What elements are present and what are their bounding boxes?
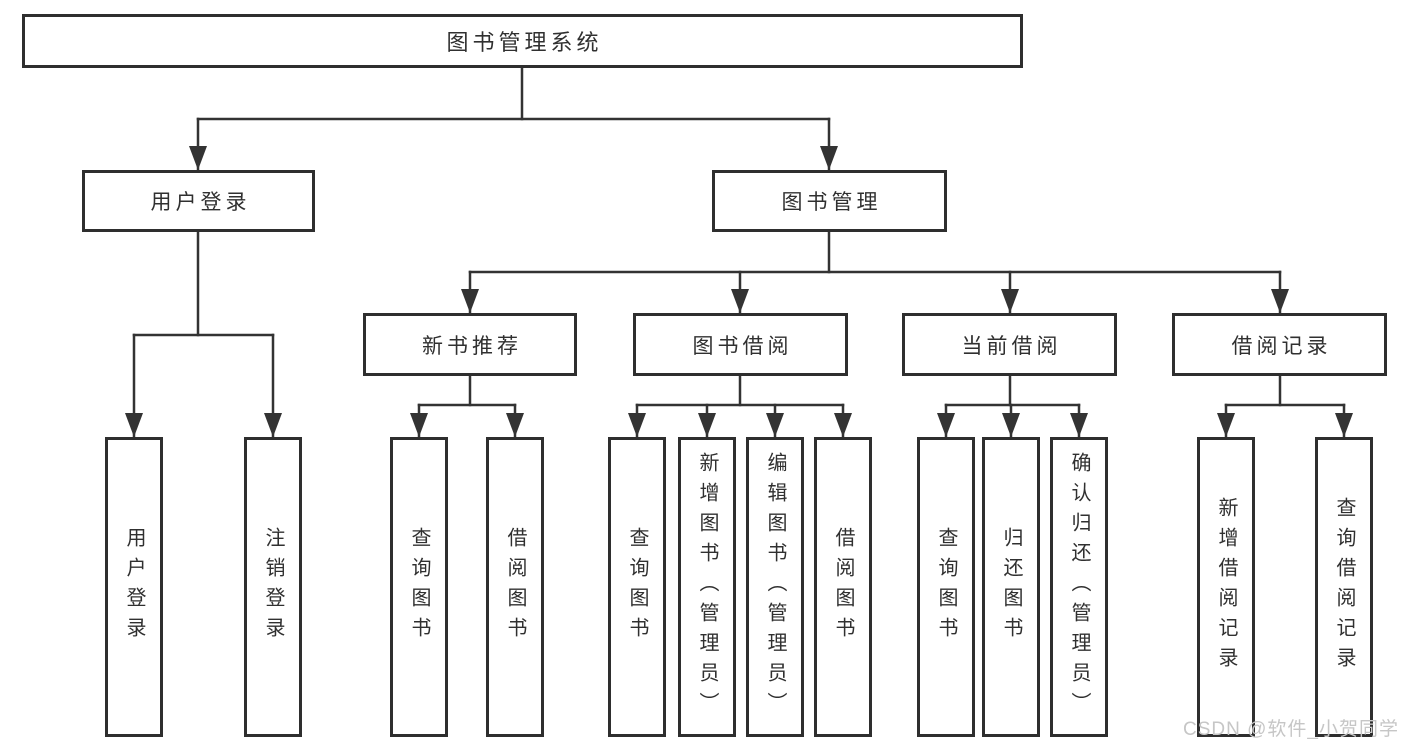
leaf-confirm-return-admin: 确认归还（管理员）: [1050, 437, 1108, 737]
leaf-query-books-recommend: 查询图书: [390, 437, 448, 737]
node-root: 图书管理系统: [22, 14, 1023, 68]
leaf-borrow-books-recommend: 借阅图书: [486, 437, 544, 737]
node-book-borrow: 图书借阅: [633, 313, 848, 376]
leaf-query-books-borrow: 查询图书: [608, 437, 666, 737]
csdn-watermark: CSDN @软件_小贺同学: [1183, 719, 1399, 740]
node-new-book-recommend: 新书推荐: [363, 313, 577, 376]
node-current-borrow: 当前借阅: [902, 313, 1117, 376]
leaf-logout: 注销登录: [244, 437, 302, 737]
node-user-login: 用户登录: [82, 170, 315, 232]
leaf-query-books-current: 查询图书: [917, 437, 975, 737]
leaf-user-login: 用户登录: [105, 437, 163, 737]
leaf-add-books-admin: 新增图书（管理员）: [678, 437, 736, 737]
node-borrow-records: 借阅记录: [1172, 313, 1387, 376]
leaf-return-books: 归还图书: [982, 437, 1040, 737]
leaf-add-borrow-record: 新增借阅记录: [1197, 437, 1255, 737]
leaf-edit-books-admin: 编辑图书（管理员）: [746, 437, 804, 737]
leaf-borrow-books: 借阅图书: [814, 437, 872, 737]
node-book-management: 图书管理: [712, 170, 947, 232]
leaf-query-borrow-record: 查询借阅记录: [1315, 437, 1373, 737]
